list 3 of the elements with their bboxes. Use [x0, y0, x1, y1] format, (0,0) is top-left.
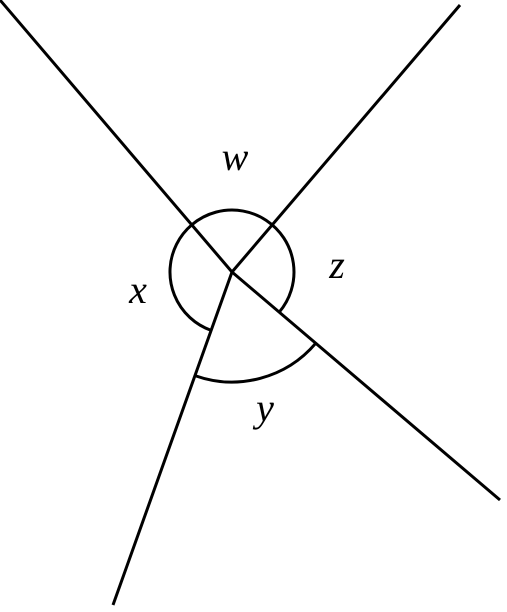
angle-label: x — [129, 270, 147, 310]
angle-label: w — [222, 137, 248, 177]
angle-label: z — [329, 245, 345, 285]
